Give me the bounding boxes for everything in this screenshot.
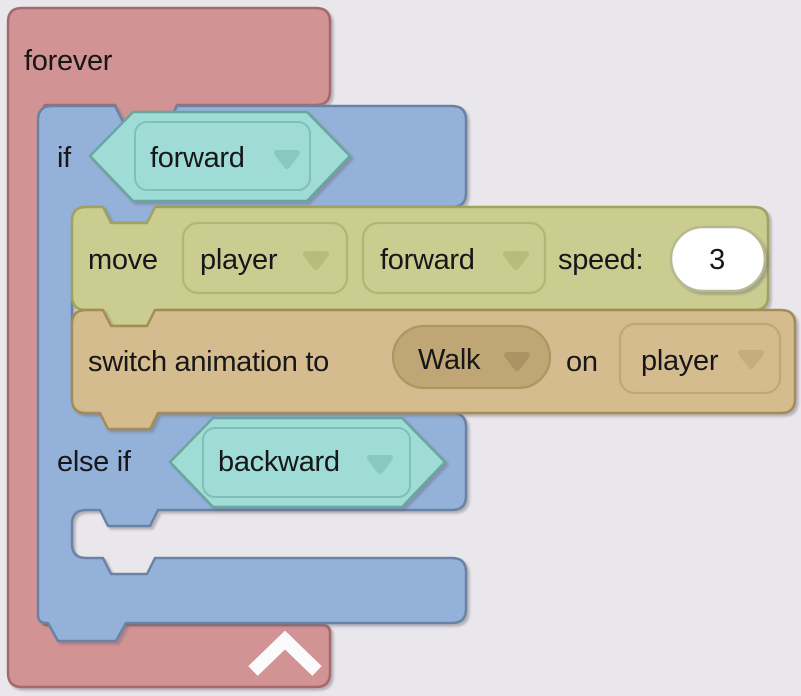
move-direction-dropdown-value: forward — [380, 244, 475, 276]
else-if-condition-value: backward — [218, 446, 340, 478]
move-label: move — [88, 244, 158, 276]
else-if-condition-dropdown[interactable]: backward — [168, 416, 447, 509]
chevron-down-icon — [367, 455, 393, 474]
move-sprite-dropdown[interactable]: player — [181, 221, 349, 295]
on-label: on — [566, 346, 598, 378]
move-sprite-dropdown-value: player — [200, 244, 278, 276]
else-if-label: else if — [57, 446, 132, 478]
chevron-down-icon — [503, 251, 529, 270]
chevron-down-icon — [738, 350, 764, 369]
if-condition-hexagon — [88, 110, 352, 203]
if-condition-dropdown[interactable]: forward — [88, 110, 352, 203]
if-label: if — [57, 142, 72, 174]
animation-dropdown[interactable]: Walk — [391, 324, 552, 390]
else-if-condition-hexagon — [168, 416, 447, 509]
switch-animation-label: switch animation to — [88, 346, 329, 378]
speed-input-value: 3 — [709, 244, 725, 276]
speed-label: speed: — [558, 244, 643, 276]
chevron-down-icon — [274, 150, 300, 169]
forever-label: forever — [24, 45, 113, 77]
switch-sprite-dropdown-value: player — [641, 345, 719, 377]
switch-sprite-dropdown[interactable]: player — [618, 322, 782, 395]
chevron-down-icon — [303, 251, 329, 270]
chevron-down-icon — [504, 352, 530, 371]
move-direction-dropdown[interactable]: forward — [361, 221, 547, 295]
collapse-chevron-icon[interactable] — [248, 630, 322, 676]
if-condition-value: forward — [150, 142, 245, 174]
animation-dropdown-value: Walk — [418, 344, 481, 376]
speed-input[interactable]: 3 — [669, 225, 767, 293]
